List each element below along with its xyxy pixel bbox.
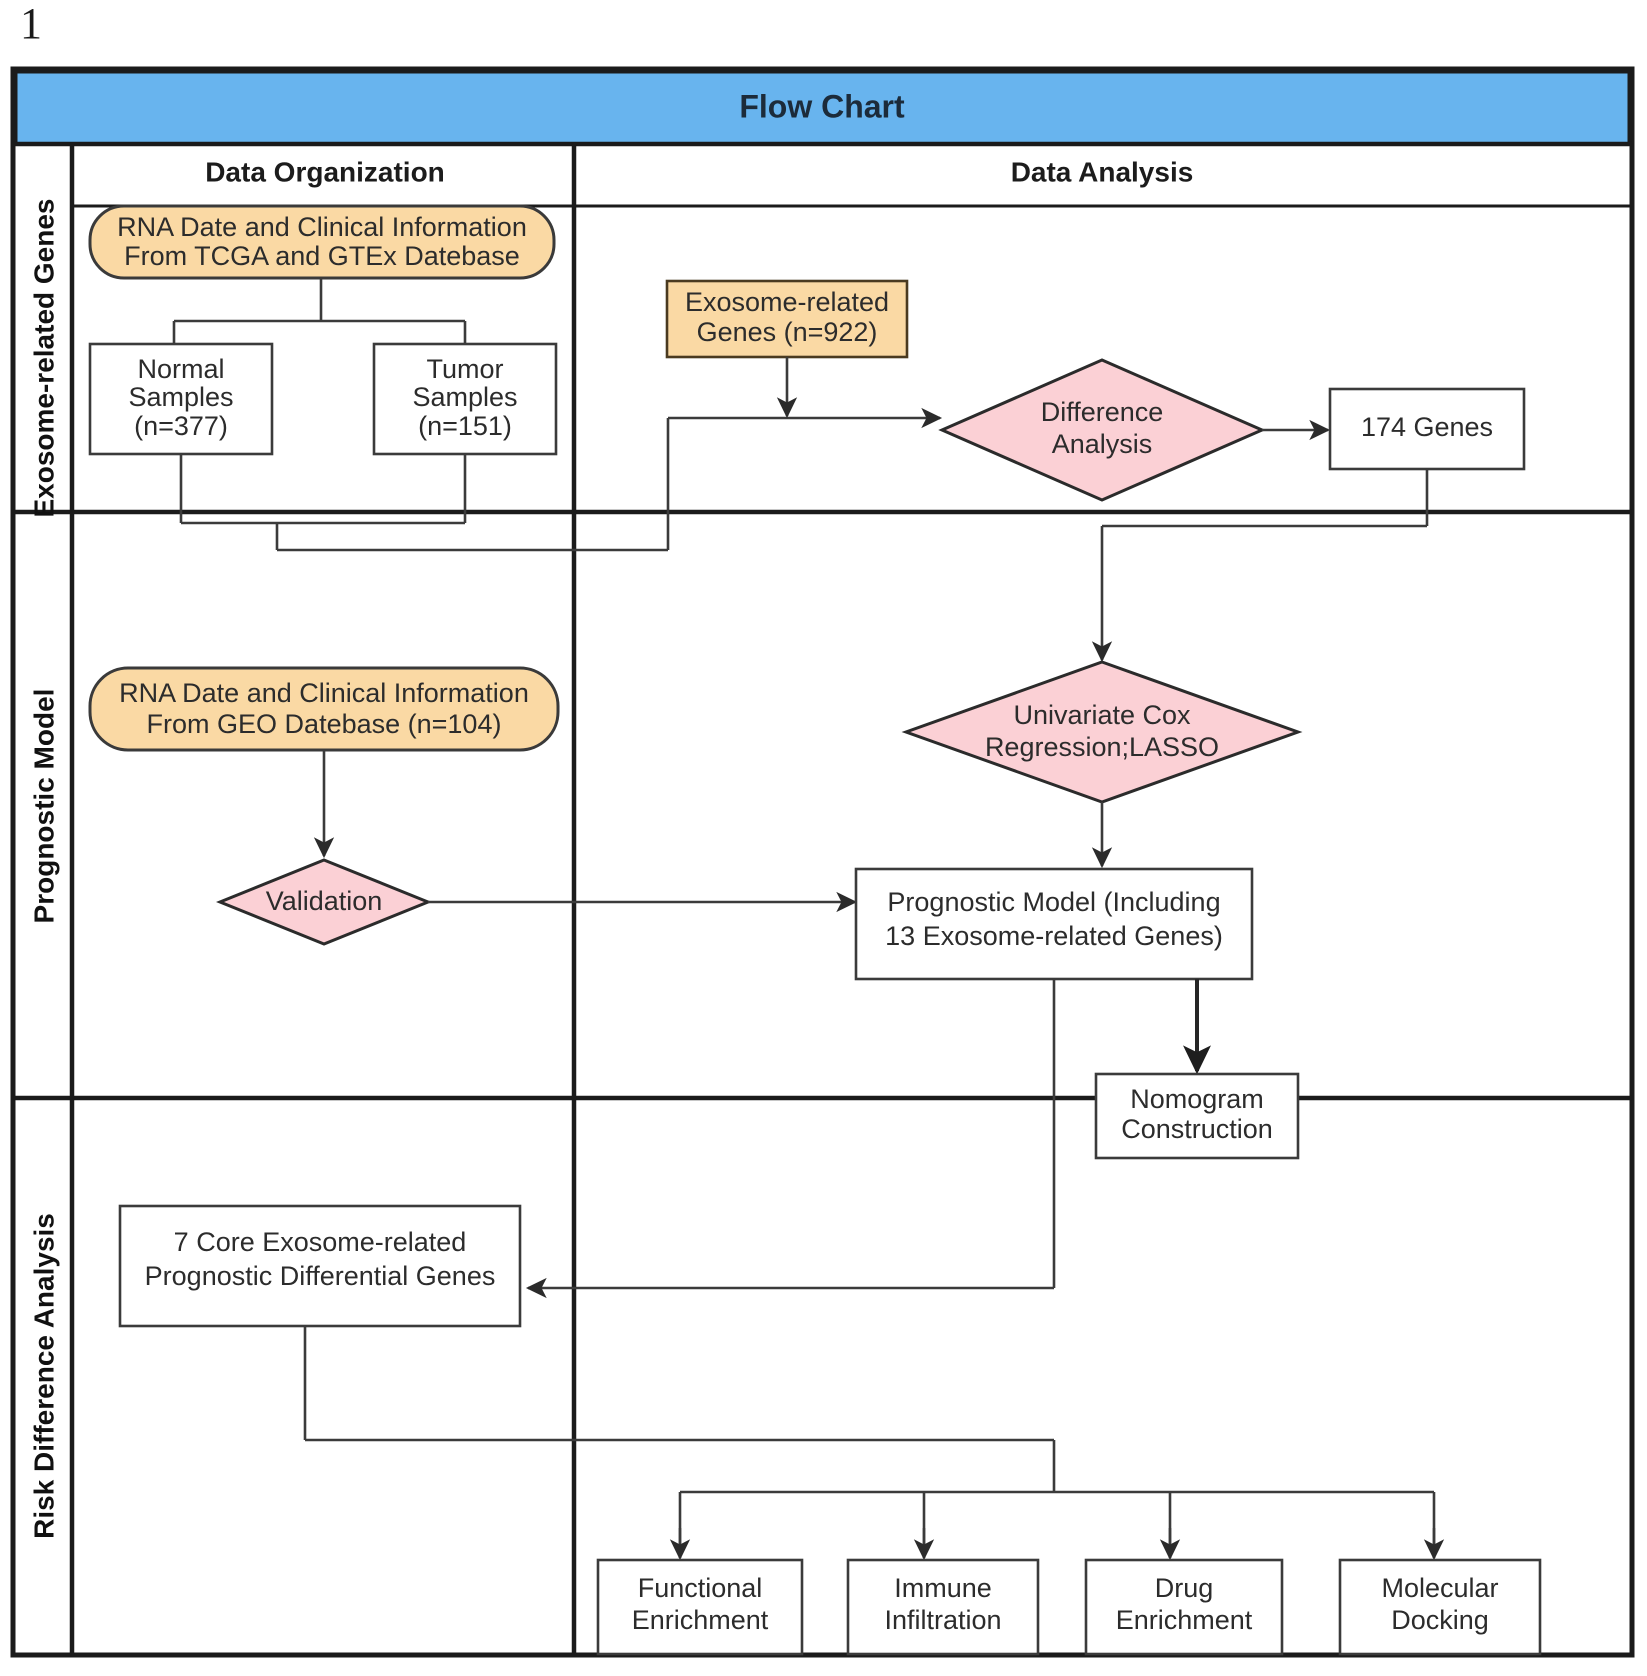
node-prognostic-model-line2: 13 Exosome-related Genes) <box>885 921 1223 951</box>
band-label-prognostic-model: Prognostic Model <box>28 689 59 924</box>
node-validation[interactable]: Validation <box>215 858 433 946</box>
node-molecular-docking-line1: Molecular <box>1381 1573 1498 1603</box>
node-difference-analysis[interactable]: Difference Analysis <box>938 358 1266 502</box>
node-core7-line1: 7 Core Exosome-related <box>174 1227 467 1257</box>
diagram-frame <box>10 66 1635 1658</box>
node-immune-infiltration-line1: Immune <box>894 1573 992 1603</box>
column-header-data-organization: Data Organization <box>205 156 445 187</box>
flow-chart-svg: Flow Chart Data Organization Data Analys… <box>10 66 1635 1658</box>
node-core-genes-7[interactable]: 7 Core Exosome-related Prognostic Differ… <box>118 1204 522 1328</box>
node-erg922-line1: Exosome-related <box>685 287 889 317</box>
node-functional-enrichment-line1: Functional <box>638 1573 763 1603</box>
column-header-data-analysis: Data Analysis <box>1011 156 1194 187</box>
node-cox-line1: Univariate Cox <box>1013 700 1191 730</box>
node-drug-enrichment-line2: Enrichment <box>1116 1605 1253 1635</box>
node-nomogram-line1: Nomogram <box>1130 1084 1264 1114</box>
node-functional-enrichment[interactable]: Functional Enrichment <box>596 1558 804 1656</box>
node-molecular-docking[interactable]: Molecular Docking <box>1338 1558 1542 1656</box>
connector-core7-to-analyses-trunk <box>303 1326 1436 1544</box>
chart-title: Flow Chart <box>739 88 905 124</box>
band-label-exosome-related-genes: Exosome-related Genes <box>28 198 59 517</box>
node-nomogram-line2: Construction <box>1121 1114 1273 1144</box>
node-tcga-gtex-source-line2: From TCGA and GTEx Datebase <box>124 241 520 271</box>
figure-number: 1 <box>20 0 42 48</box>
node-tcga-gtex-source-line1: RNA Date and Clinical Information <box>117 212 527 242</box>
node-normal-samples-line3: (n=377) <box>134 411 228 441</box>
node-immune-infiltration-line2: Infiltration <box>884 1605 1001 1635</box>
node-prognostic-model-line1: Prognostic Model (Including <box>887 887 1220 917</box>
connector-source-to-samples <box>172 277 467 344</box>
node-exosome-related-genes-922[interactable]: Exosome-related Genes (n=922) <box>665 279 909 359</box>
node-174-genes[interactable]: 174 Genes <box>1328 387 1526 471</box>
node-tumor-samples-line2: Samples <box>412 382 517 412</box>
node-geo-source-line2: From GEO Datebase (n=104) <box>147 709 502 739</box>
node-drug-enrichment-line1: Drug <box>1155 1573 1214 1603</box>
node-immune-infiltration[interactable]: Immune Infiltration <box>846 1558 1040 1656</box>
node-tcga-gtex-source[interactable]: RNA Date and Clinical Information From T… <box>88 204 556 280</box>
node-molecular-docking-line2: Docking <box>1391 1605 1489 1635</box>
node-prognostic-model[interactable]: Prognostic Model (Including 13 Exosome-r… <box>854 867 1254 981</box>
connector-174genes-to-cox <box>1102 469 1429 660</box>
node-validation-label: Validation <box>266 886 383 916</box>
node-difference-analysis-line1: Difference <box>1041 397 1164 427</box>
node-tumor-samples[interactable]: Tumor Samples (n=151) <box>372 342 558 456</box>
node-functional-enrichment-line2: Enrichment <box>632 1605 769 1635</box>
node-erg922-line2: Genes (n=922) <box>697 317 878 347</box>
node-drug-enrichment[interactable]: Drug Enrichment <box>1084 1558 1284 1656</box>
connector-prognostic-to-core7 <box>528 979 1056 1288</box>
band-label-risk-difference-analysis: Risk Difference Analysis <box>28 1213 59 1539</box>
node-cox-line2: Regression;LASSO <box>985 732 1219 762</box>
node-nomogram-construction[interactable]: Nomogram Construction <box>1094 1072 1300 1160</box>
node-normal-samples-line2: Samples <box>128 382 233 412</box>
node-core7-line2: Prognostic Differential Genes <box>145 1261 496 1291</box>
node-tumor-samples-line1: Tumor <box>426 354 503 384</box>
node-tumor-samples-line3: (n=151) <box>418 411 512 441</box>
node-normal-samples-line1: Normal <box>137 354 224 384</box>
flow-chart-diagram: Flow Chart Data Organization Data Analys… <box>10 66 1635 1658</box>
node-univariate-cox-lasso[interactable]: Univariate Cox Regression;LASSO <box>901 660 1303 804</box>
connector-samples-to-difference-analysis <box>179 418 940 552</box>
node-geo-source[interactable]: RNA Date and Clinical Information From G… <box>88 666 560 752</box>
node-geo-source-line1: RNA Date and Clinical Information <box>119 678 529 708</box>
node-174-genes-label: 174 Genes <box>1361 412 1493 442</box>
node-normal-samples[interactable]: Normal Samples (n=377) <box>88 342 274 456</box>
node-difference-analysis-line2: Analysis <box>1052 429 1153 459</box>
